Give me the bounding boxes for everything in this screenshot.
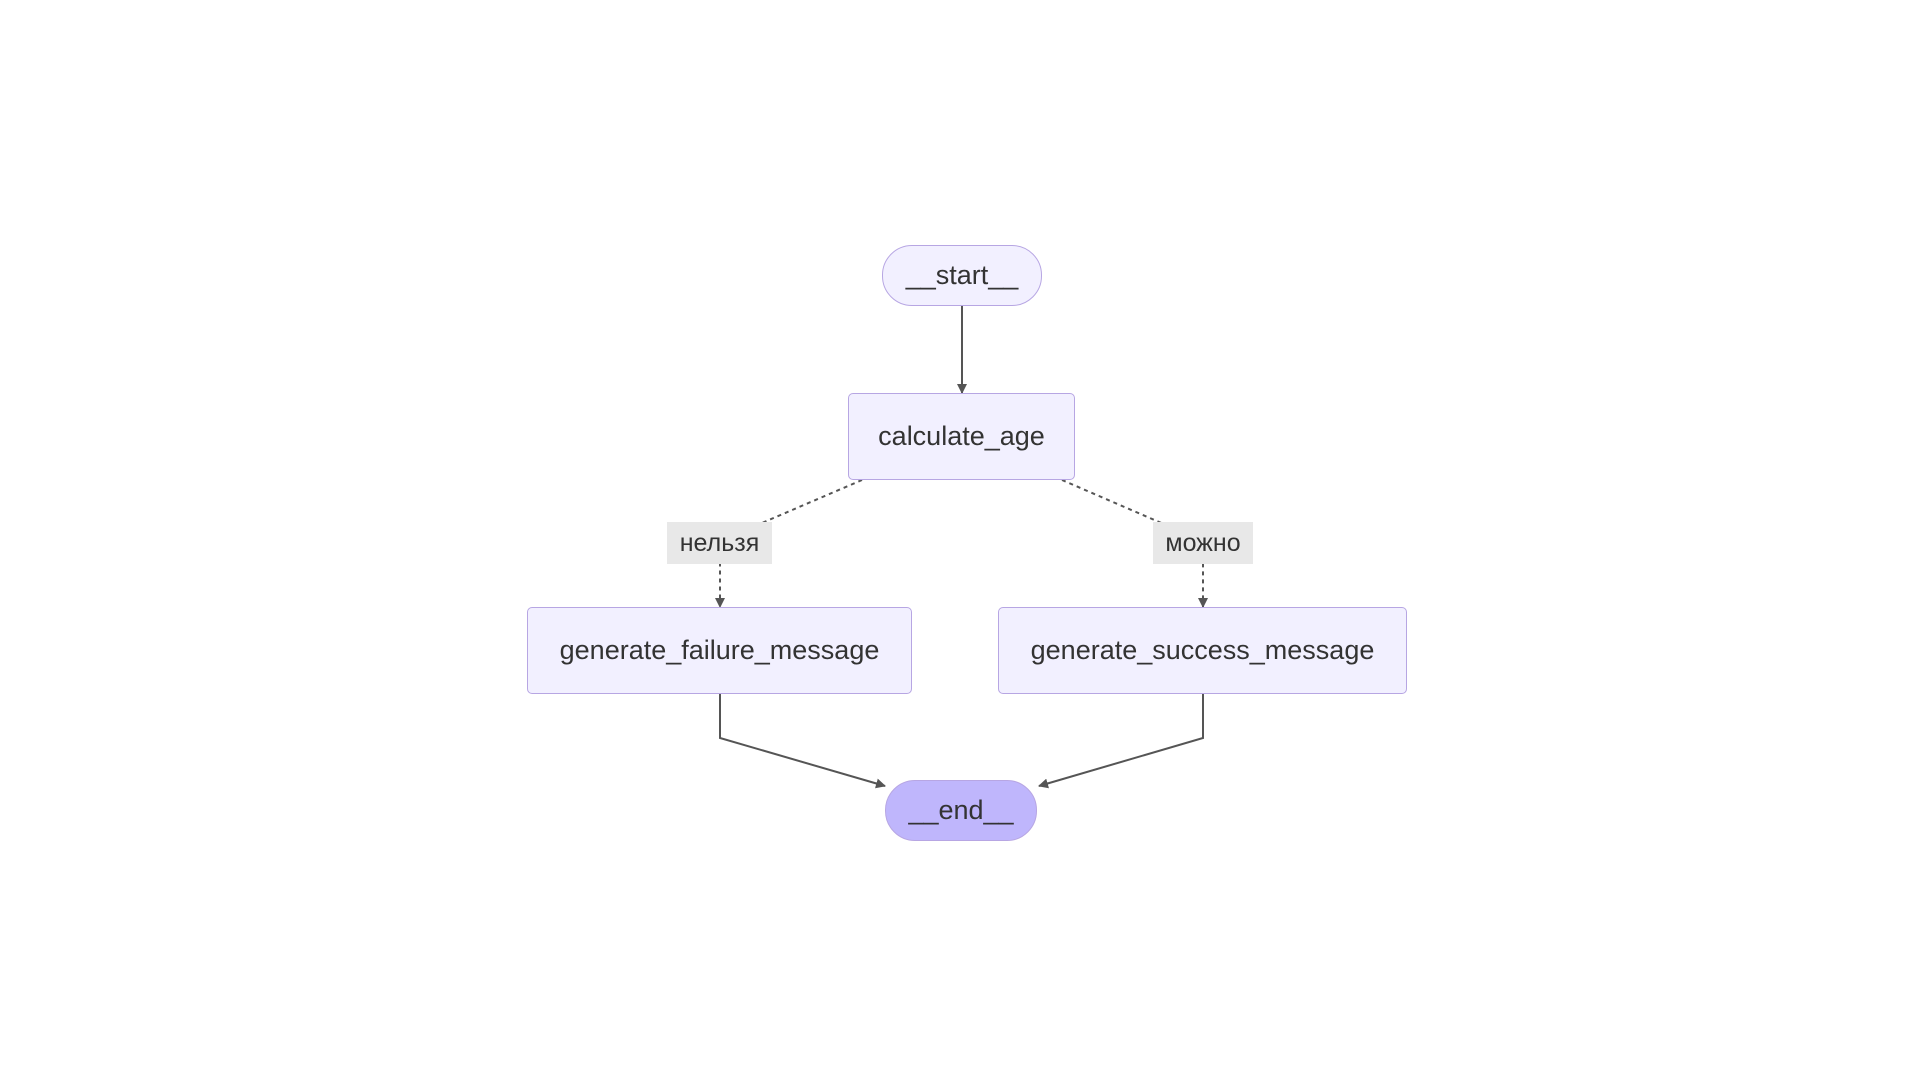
edge-failure-to-end xyxy=(719,694,886,789)
node-calculate-age[interactable]: calculate_age xyxy=(848,393,1075,480)
edge-label-failure: нельзя xyxy=(667,522,772,564)
node-end[interactable]: __end__ xyxy=(885,780,1037,841)
edge-success-to-end xyxy=(1038,694,1204,789)
node-start-label: __start__ xyxy=(905,260,1019,290)
node-generate-success-message-label: generate_success_message xyxy=(1030,635,1375,665)
node-generate-failure-message-label: generate_failure_message xyxy=(559,635,880,665)
node-end-label: __end__ xyxy=(908,795,1014,825)
node-generate-success-message[interactable]: generate_success_message xyxy=(998,607,1407,694)
node-start[interactable]: __start__ xyxy=(882,245,1042,306)
node-generate-failure-message[interactable]: generate_failure_message xyxy=(527,607,912,694)
edge-label-success: можно xyxy=(1153,522,1253,564)
node-calculate-age-label: calculate_age xyxy=(878,421,1045,451)
